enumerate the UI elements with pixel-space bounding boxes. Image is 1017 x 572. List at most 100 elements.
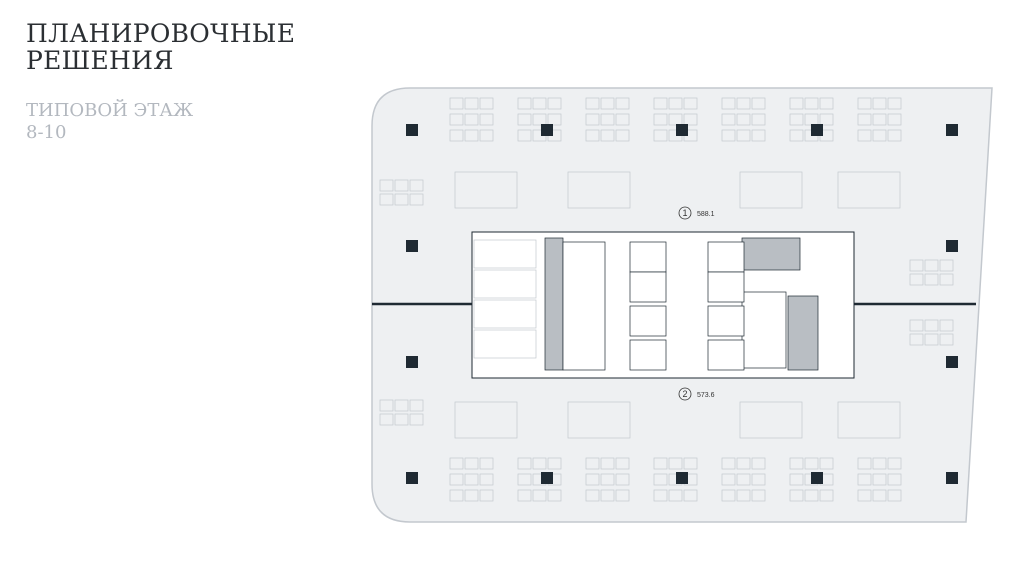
desk	[924, 259, 939, 272]
title-line-2: РЕШЕНИЯ	[26, 46, 174, 75]
desk	[532, 457, 547, 470]
desk	[615, 489, 630, 502]
desk	[615, 113, 630, 126]
desk	[683, 97, 698, 110]
desk	[379, 413, 394, 426]
shaft	[787, 295, 819, 371]
desk	[857, 97, 872, 110]
desk	[804, 97, 819, 110]
desk	[804, 457, 819, 470]
desk	[683, 457, 698, 470]
desk	[479, 129, 494, 142]
desk	[464, 457, 479, 470]
desk	[721, 457, 736, 470]
column	[406, 124, 418, 136]
desk	[615, 473, 630, 486]
subtitle-line-2: 8-10	[26, 122, 67, 143]
meeting-room	[739, 401, 803, 439]
desk	[721, 473, 736, 486]
desk	[924, 333, 939, 346]
column	[406, 472, 418, 484]
desk	[615, 129, 630, 142]
desk	[872, 489, 887, 502]
desk	[668, 457, 683, 470]
desk	[449, 113, 464, 126]
meeting-room	[454, 401, 518, 439]
desk	[585, 97, 600, 110]
column	[676, 472, 688, 484]
desk	[819, 113, 834, 126]
desk	[736, 113, 751, 126]
meeting-room	[567, 401, 631, 439]
desk	[517, 457, 532, 470]
desk	[751, 489, 766, 502]
meeting-room	[454, 171, 518, 209]
subtitle-line-1: ТИПОВОЙ ЭТАЖ	[26, 100, 194, 121]
desk	[872, 129, 887, 142]
column	[676, 124, 688, 136]
desk	[600, 97, 615, 110]
desk	[479, 457, 494, 470]
restroom	[473, 329, 537, 359]
desk	[653, 457, 668, 470]
desk	[479, 473, 494, 486]
elevator	[629, 271, 667, 303]
desk	[789, 129, 804, 142]
desk	[600, 489, 615, 502]
stair	[562, 241, 606, 371]
meeting-room	[837, 171, 901, 209]
desk	[939, 259, 954, 272]
desk	[547, 113, 562, 126]
desk	[449, 457, 464, 470]
desk	[532, 489, 547, 502]
desk	[789, 473, 804, 486]
desk	[464, 97, 479, 110]
meeting-room	[739, 171, 803, 209]
desk	[409, 179, 424, 192]
desk	[721, 129, 736, 142]
area-marker-1: 1 588.1	[678, 206, 715, 220]
desk	[924, 319, 939, 332]
desk	[736, 457, 751, 470]
desk	[653, 489, 668, 502]
desk	[872, 457, 887, 470]
desk	[517, 129, 532, 142]
desk	[872, 473, 887, 486]
furniture-layer	[379, 97, 954, 502]
desk	[872, 113, 887, 126]
meeting-room	[567, 171, 631, 209]
marker-area: 573.6	[697, 392, 715, 399]
desk	[479, 489, 494, 502]
column	[946, 356, 958, 368]
desk	[887, 457, 902, 470]
desk	[479, 113, 494, 126]
desk	[819, 489, 834, 502]
desk	[517, 113, 532, 126]
desk	[789, 457, 804, 470]
desk	[939, 273, 954, 286]
desk	[668, 97, 683, 110]
desk	[909, 259, 924, 272]
desk	[939, 319, 954, 332]
desk	[653, 113, 668, 126]
desk	[600, 113, 615, 126]
elevator	[629, 339, 667, 371]
desk	[721, 489, 736, 502]
restroom	[473, 269, 537, 299]
desk	[789, 489, 804, 502]
desk	[449, 97, 464, 110]
desk	[517, 97, 532, 110]
desk	[857, 489, 872, 502]
elevator	[629, 305, 667, 337]
desk	[909, 273, 924, 286]
desk	[449, 489, 464, 502]
desk	[683, 113, 698, 126]
title-line-1: ПЛАНИРОВОЧНЫЕ	[26, 19, 296, 48]
desk	[517, 489, 532, 502]
meeting-room	[837, 401, 901, 439]
desk	[887, 489, 902, 502]
desk	[857, 113, 872, 126]
shaft	[741, 237, 801, 271]
shaft	[544, 237, 564, 371]
